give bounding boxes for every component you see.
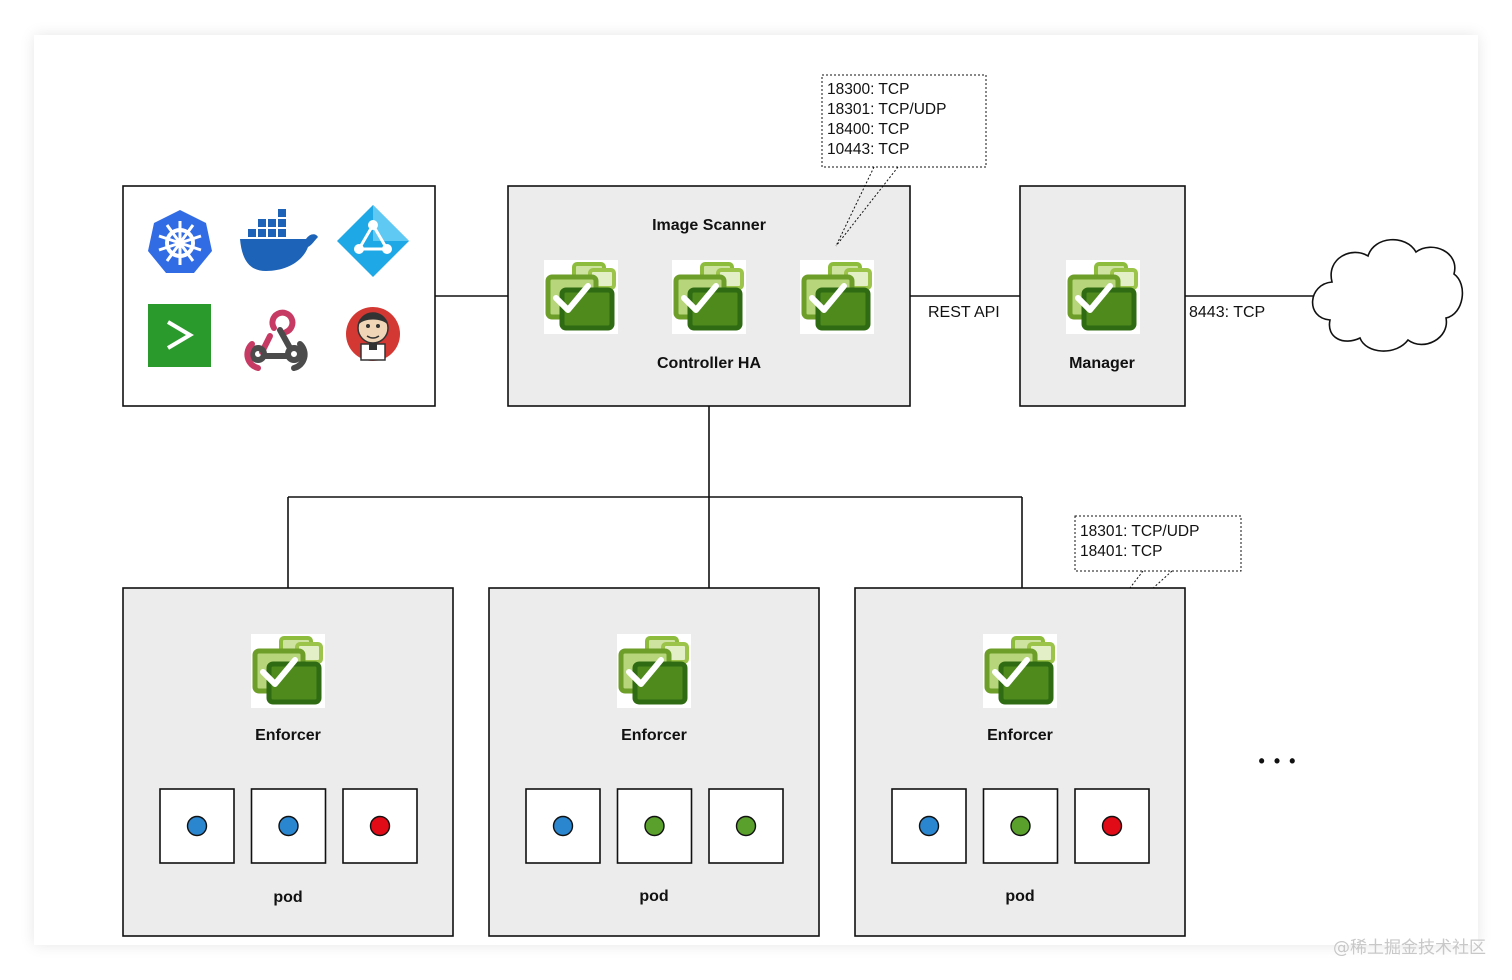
controller-ha-label: Controller HA	[657, 355, 761, 372]
nodes-layer	[122, 587, 1186, 937]
integrations-box	[122, 185, 436, 407]
enforcer-label-3: Enforcer	[987, 727, 1053, 744]
pod-status-dot	[552, 815, 574, 837]
node-box-3	[854, 587, 1186, 937]
controller-port-line-2: 18301: TCP/UDP	[827, 101, 947, 118]
pod-2-1	[525, 788, 601, 864]
controller-box	[507, 185, 911, 407]
cloud-shape	[1311, 238, 1464, 352]
pod-1-1	[159, 788, 235, 864]
external-port-label: 8443: TCP	[1189, 304, 1266, 321]
pod-status-dot	[918, 815, 940, 837]
controller-port-line-4: 10443: TCP	[827, 141, 910, 158]
webhook-icon	[244, 309, 308, 371]
image-scanner-label: Image Scanner	[652, 217, 766, 234]
pod-status-dot	[735, 815, 757, 837]
controller-port-line-3: 18400: TCP	[827, 121, 910, 138]
enforcer-logo-3	[983, 634, 1057, 708]
pod-status-dot	[1010, 815, 1031, 837]
more-nodes-indicator: • • •	[1258, 751, 1298, 771]
pod-status-dot	[186, 815, 208, 837]
manager-box	[1019, 185, 1186, 407]
controller-port-line-1: 18300: TCP	[827, 81, 910, 98]
pod-2-3	[708, 788, 784, 864]
pod-3-3	[1074, 788, 1150, 864]
controller-logo-2	[672, 260, 746, 334]
enforcer-ports-callout	[1074, 515, 1242, 659]
pod-1-3	[342, 788, 418, 864]
enforcer-logo-2	[617, 634, 691, 708]
pod-3-2	[982, 788, 1059, 864]
pod-label-2: pod	[639, 888, 669, 905]
pod-label-1: pod	[273, 889, 303, 906]
controller-logo-3	[800, 260, 874, 334]
node-box-1	[122, 587, 454, 937]
rest-api-label: REST API	[928, 304, 1000, 321]
manager-logo	[1066, 260, 1140, 334]
pod-1-2	[250, 788, 327, 864]
pod-status-dot	[278, 815, 299, 837]
manager-label: Manager	[1069, 355, 1135, 372]
watermark: @稀土掘金技术社区	[1333, 938, 1486, 958]
jenkins-icon	[346, 307, 400, 361]
pod-3-1	[891, 788, 967, 864]
enforcer-label-2: Enforcer	[621, 727, 687, 744]
pod-status-dot	[644, 815, 665, 837]
kubernetes-icon	[148, 210, 212, 273]
pod-label-3: pod	[1005, 888, 1035, 905]
azure-ad-icon	[337, 205, 409, 277]
node-box-2	[488, 587, 820, 937]
docker-icon	[240, 209, 318, 271]
enforcer-port-line-1: 18301: TCP/UDP	[1080, 523, 1200, 540]
pod-2-2	[616, 788, 693, 864]
enforcer-label-1: Enforcer	[255, 727, 321, 744]
connector-lines	[287, 295, 1314, 588]
pod-status-dot	[1101, 815, 1123, 837]
enforcer-port-line-2: 18401: TCP	[1080, 543, 1163, 560]
controller-ports-callout	[821, 74, 987, 247]
terminal-icon	[148, 304, 211, 367]
pod-status-dot	[369, 815, 391, 837]
enforcer-logo-1	[251, 634, 325, 708]
controller-logo-1	[544, 260, 618, 334]
